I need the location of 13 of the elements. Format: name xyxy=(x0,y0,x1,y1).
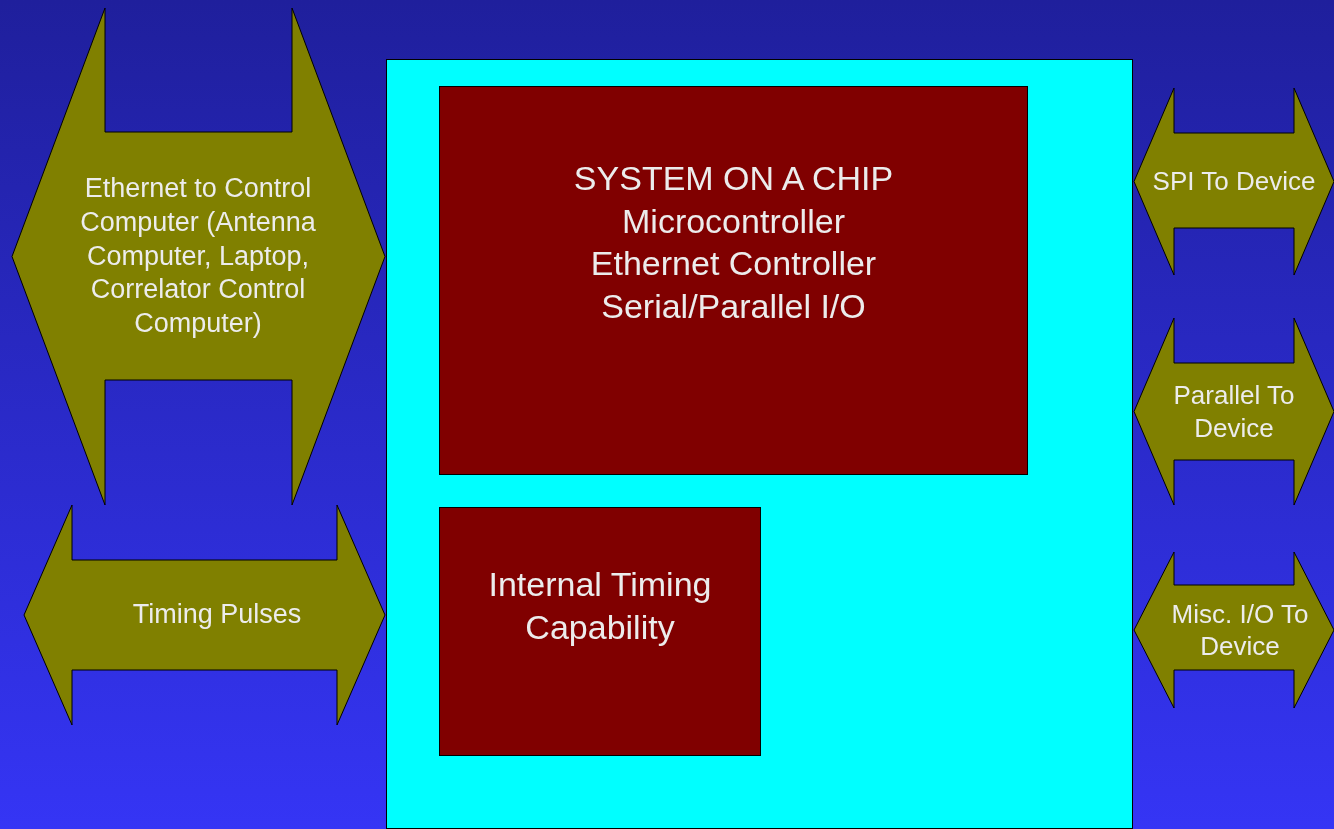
timing-block xyxy=(439,507,761,756)
block-label: Microcontroller xyxy=(622,200,845,242)
arrow-label: SPI To Device xyxy=(1152,165,1316,198)
arrow-label: Misc. I/O To Device xyxy=(1170,597,1310,663)
block-label: Serial/Parallel I/O xyxy=(601,285,866,327)
block-label: Ethernet Controller xyxy=(590,243,877,284)
arrow-label: Parallel To Device xyxy=(1172,379,1296,444)
system-block xyxy=(439,86,1028,475)
block-label: SYSTEM ON A CHIP xyxy=(573,158,894,199)
arrow-label: Timing Pulses xyxy=(132,598,302,632)
block-label: Internal Timing Capability xyxy=(487,564,713,648)
chip-board xyxy=(386,59,1133,829)
arrow-label: Ethernet to Control Computer (Antenna Computer, Laptop, Correlator Control Computer) xyxy=(79,172,317,341)
